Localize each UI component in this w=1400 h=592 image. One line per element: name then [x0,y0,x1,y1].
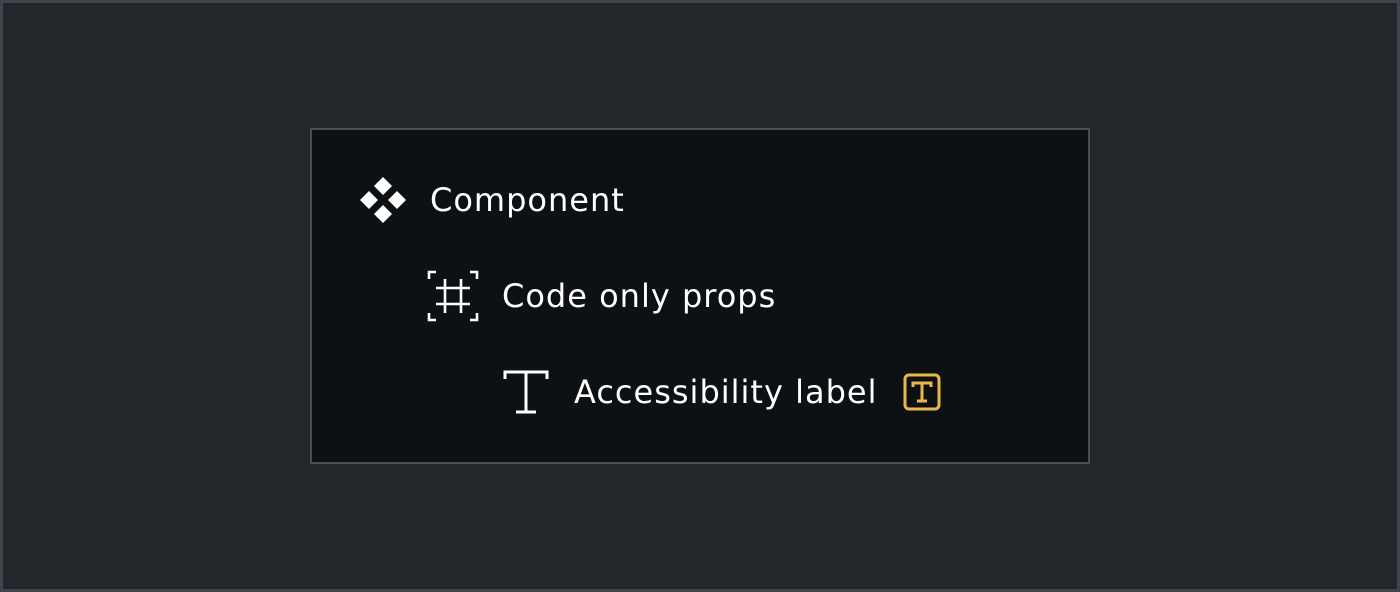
layers-panel [310,128,1090,464]
layer-label: Accessibility label [574,373,878,411]
component-icon [356,173,410,227]
text-icon [500,365,554,419]
layer-row-code-only-props[interactable]: Code only props [426,268,776,324]
layer-label: Component [430,181,625,219]
frame-icon [426,269,480,323]
layer-row-accessibility-label[interactable]: Accessibility label [500,364,941,420]
layer-label: Code only props [502,277,777,315]
layer-row-component[interactable]: Component [356,172,625,228]
text-property-icon[interactable] [903,373,941,411]
